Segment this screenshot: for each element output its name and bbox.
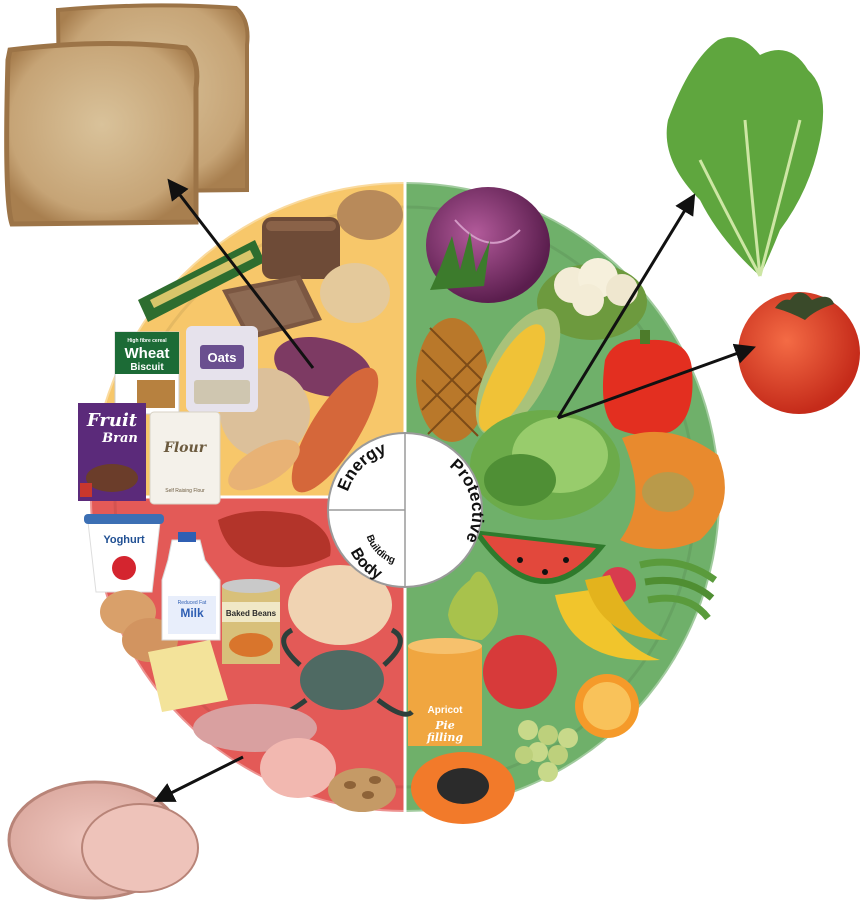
- apple: [483, 635, 557, 709]
- apricot-filling: filling: [426, 731, 464, 744]
- nuts: [328, 768, 396, 812]
- beans-label: Baked Beans: [226, 609, 277, 618]
- ham-slices-icon: [9, 782, 198, 898]
- yoghurt-tub: Yoghurt: [84, 514, 164, 592]
- wheat-biscuit-small: High fibre cereal: [127, 338, 167, 344]
- wheat-biscuit-main: Wheat: [125, 345, 170, 362]
- flour-brand: Flour: [163, 440, 208, 456]
- fruit-bran-line1: Fruit: [86, 410, 138, 431]
- papaya: [411, 752, 515, 824]
- pig: [260, 738, 336, 798]
- fruit-bran-box: Fruit Bran: [78, 403, 146, 501]
- milk-main: Milk: [180, 606, 204, 620]
- baked-beans-can: Baked Beans: [222, 579, 280, 664]
- wheat-biscuit-sub: Biscuit: [130, 362, 164, 373]
- lettuce-icon: [667, 37, 823, 276]
- wheat-biscuit-box: High fibre cereal Wheat Biscuit: [115, 332, 179, 414]
- bread-slices-icon: [7, 5, 248, 224]
- bread-roll: [320, 263, 390, 323]
- flour-sub: Self Raising Flour: [165, 488, 205, 494]
- bran-pile: [337, 190, 403, 240]
- apricot-can: Apricot Pie filling: [408, 638, 482, 746]
- tomato-icon: [738, 292, 860, 414]
- lettuce-plate: [470, 410, 620, 520]
- apricot-label: Apricot: [428, 705, 464, 716]
- fruit-bran-line2: Bran: [101, 431, 138, 446]
- oats-bag: Oats: [186, 326, 258, 412]
- oats-label: Oats: [208, 350, 237, 365]
- yoghurt-label: Yoghurt: [103, 534, 145, 546]
- arrow-to-ham: [157, 757, 243, 800]
- flour-bag: Flour Self Raising Flour: [150, 412, 220, 504]
